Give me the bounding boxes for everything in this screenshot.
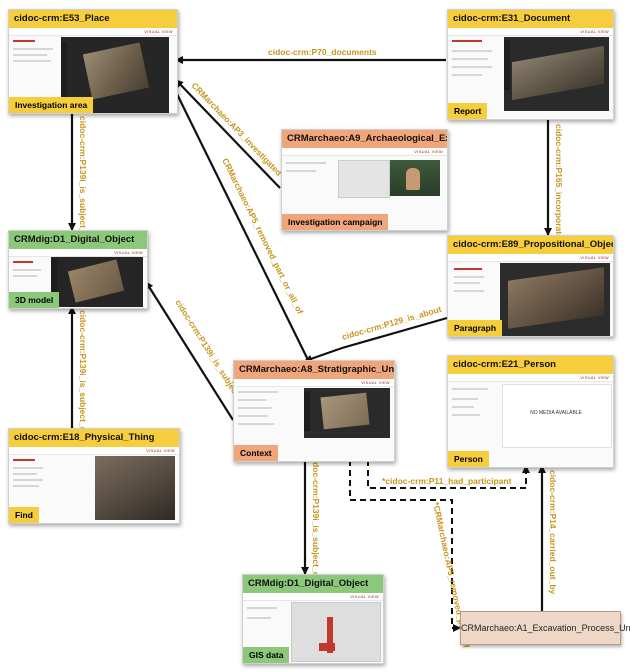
edge-p139-unit-3d (146, 282, 233, 420)
edge-label-p70: cidoc-crm:P70_documents (268, 47, 377, 57)
node-stratigraphic-caption: Context (234, 445, 278, 461)
edge-label-p139-place: cidoc-crm:P139i_is_subject_of (78, 116, 88, 241)
edge-label-ap3: CRMarchaeo:AP3_investigated (190, 80, 284, 177)
node-digital-gis[interactable]: CRMdig:D1_Digital_Object VISUAL VIEW GIS… (242, 574, 384, 664)
node-place-caption: Investigation area (9, 97, 93, 113)
node-stratigraphic[interactable]: CRMarchaeo:A8_Stratigraphic_Unit VISUAL … (233, 360, 395, 462)
node-digital-3d-caption: 3D model (9, 292, 59, 308)
node-digital-3d-title: CRMdig:D1_Digital_Object (9, 231, 147, 249)
node-physical-thing-caption: Find (9, 507, 39, 523)
node-stratigraphic-title: CRMarchaeo:A8_Stratigraphic_Unit (234, 361, 394, 379)
node-physical-thing[interactable]: cidoc-crm:E18_Physical_Thing VISUAL VIEW… (8, 428, 180, 524)
node-campaign[interactable]: CRMarchaeo:A9_Archaeological_Excavation … (281, 129, 448, 231)
node-physical-thing-title: cidoc-crm:E18_Physical_Thing (9, 429, 179, 447)
edge-label-p165: cidoc-crm:P165_incorporates (554, 124, 564, 244)
edge-label-p14: cidoc-crm:P14_carried_out_by (548, 470, 558, 595)
node-campaign-caption: Investigation campaign (282, 214, 388, 230)
node-digital-gis-title: CRMdig:D1_Digital_Object (243, 575, 383, 593)
edge-label-p11: *cidoc-crm:P11_had_participant (382, 476, 512, 486)
node-person[interactable]: cidoc-crm:E21_Person VISUAL VIEW NO MEDI… (447, 355, 614, 468)
node-propositional-title: cidoc-crm:E89_Propositional_Object (448, 236, 613, 254)
node-place[interactable]: cidoc-crm:E53_Place VISUAL VIEW Investig… (8, 9, 178, 114)
edge-label-p139-thing: cidoc-crm:P139i_is_subject_of (78, 310, 88, 435)
edge-label-p139-unit-gis: cidoc-crm:P139i_is_subject_of (311, 455, 321, 580)
node-place-title: cidoc-crm:E53_Place (9, 10, 177, 28)
node-campaign-title: CRMarchaeo:A9_Archaeological_Excavation (282, 130, 447, 148)
node-process-unit[interactable]: CRMarchaeo:A1_Excavation_Process_Unit (460, 611, 621, 645)
node-document-title: cidoc-crm:E31_Document (448, 10, 613, 28)
node-propositional[interactable]: cidoc-crm:E89_Propositional_Object VISUA… (447, 235, 614, 337)
node-propositional-caption: Paragraph (448, 320, 502, 336)
node-document[interactable]: cidoc-crm:E31_Document VISUAL VIEW Repor… (447, 9, 614, 120)
node-digital-gis-caption: GIS data (243, 647, 289, 663)
node-document-caption: Report (448, 103, 487, 119)
node-person-media-text: NO MEDIA AVAILABLE (502, 410, 610, 416)
node-person-caption: Person (448, 451, 489, 467)
node-person-title: cidoc-crm:E21_Person (448, 356, 613, 374)
node-digital-3d[interactable]: CRMdig:D1_Digital_Object VISUAL VIEW 3D … (8, 230, 148, 309)
